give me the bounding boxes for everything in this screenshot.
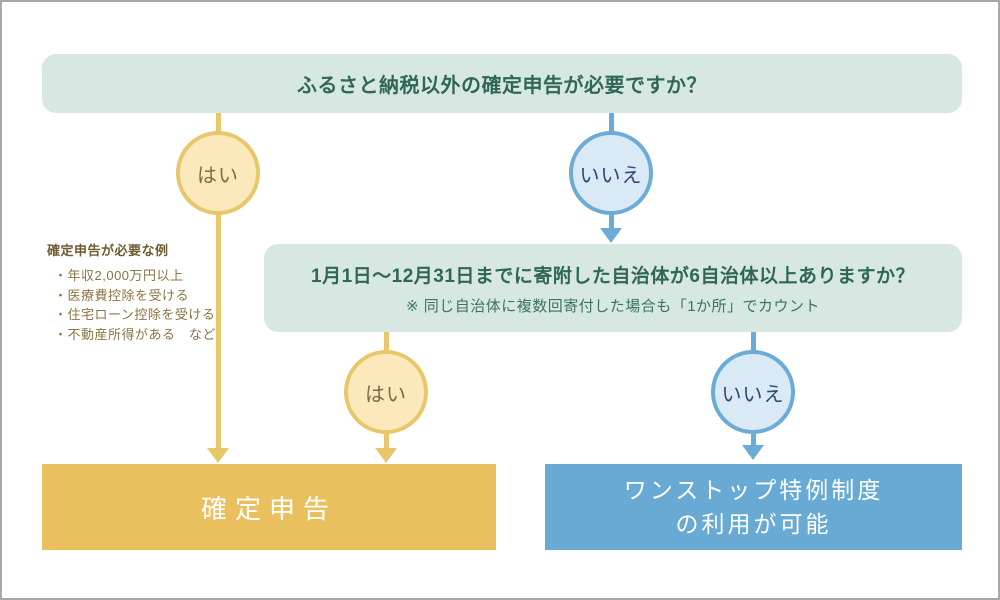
result-tax-return-label: 確定申告 [200,493,337,524]
branch-no-1-circle: いいえ [569,131,653,215]
branch-no-2-circle: いいえ [711,350,795,434]
branch-yes-2-circle: はい [344,350,428,434]
question-banner-1: ふるさと納税以外の確定申告が必要ですか？ [42,54,962,113]
branch-yes-2-label: はい [365,383,407,406]
branch-no-2-label: いいえ [721,383,785,406]
connector-line-yes-1 [215,113,221,449]
note-title: 確定申告が必要な例 [47,243,169,258]
arrow-down-icon [207,448,229,463]
note-item: ・医療費控除を受ける [54,287,190,303]
question-banner-2: 1月1日～12月31日までに寄附した自治体が6自治体以上ありますか？ ※ 同じ自… [264,244,962,332]
branch-no-1-label: いいえ [579,164,643,187]
question-1-text: ふるさと納税以外の確定申告が必要ですか？ [297,75,707,97]
note-item: ・不動産所得がある など [54,326,217,342]
arrow-down-icon [600,228,622,243]
result-onestop-line2: の利用が可能 [675,511,832,537]
question-2-text: 1月1日～12月31日までに寄附した自治体が6自治体以上ありますか？ [311,265,915,287]
tax-return-examples-note: 確定申告が必要な例 ・年収2,000万円以上 ・医療費控除を受ける ・住宅ローン… [47,240,262,344]
result-onestop-line1: ワンストップ特例制度 [623,477,884,503]
branch-yes-1-label: はい [197,164,239,187]
arrow-down-icon [375,448,397,463]
result-box-onestop: ワンストップ特例制度 の利用が可能 [545,464,962,550]
note-item: ・年収2,000万円以上 [54,268,184,283]
note-item: ・住宅ローン控除を受ける [54,307,216,322]
result-box-tax-return: 確定申告 [42,464,496,550]
question-2-note: ※ 同じ自治体に複数回寄付した場合も「1か所」でカウント [405,297,821,315]
branch-yes-1-circle: はい [176,131,260,215]
arrow-down-icon [742,445,764,460]
